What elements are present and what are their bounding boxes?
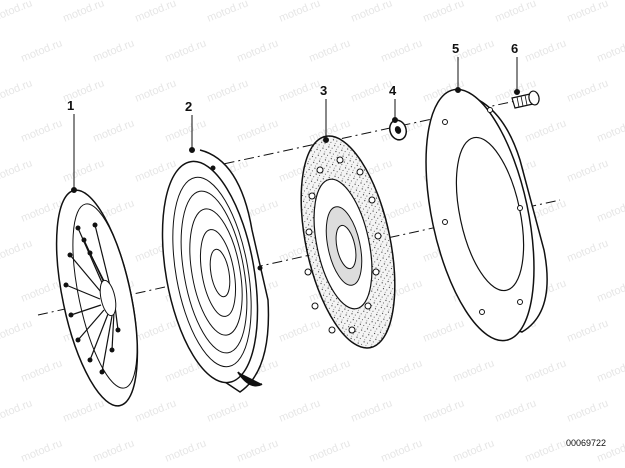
callout-2: 2: [185, 99, 193, 114]
callout-3: 3: [320, 83, 328, 98]
callout-1: 1: [67, 98, 75, 113]
leader-lines: [71, 57, 520, 193]
diaphragm-fingers: [65, 224, 119, 373]
washer: [388, 119, 408, 141]
pressure-plate: [55, 189, 139, 407]
document-number: 00069722: [566, 438, 607, 448]
callout-6: 6: [511, 41, 519, 56]
callout-5: 5: [452, 41, 460, 56]
callout-4: 4: [389, 83, 397, 98]
clutch-cover: [161, 149, 270, 393]
flywheel-ring: [425, 88, 548, 342]
bolt: [511, 90, 540, 109]
clutch-disc: [300, 135, 396, 349]
